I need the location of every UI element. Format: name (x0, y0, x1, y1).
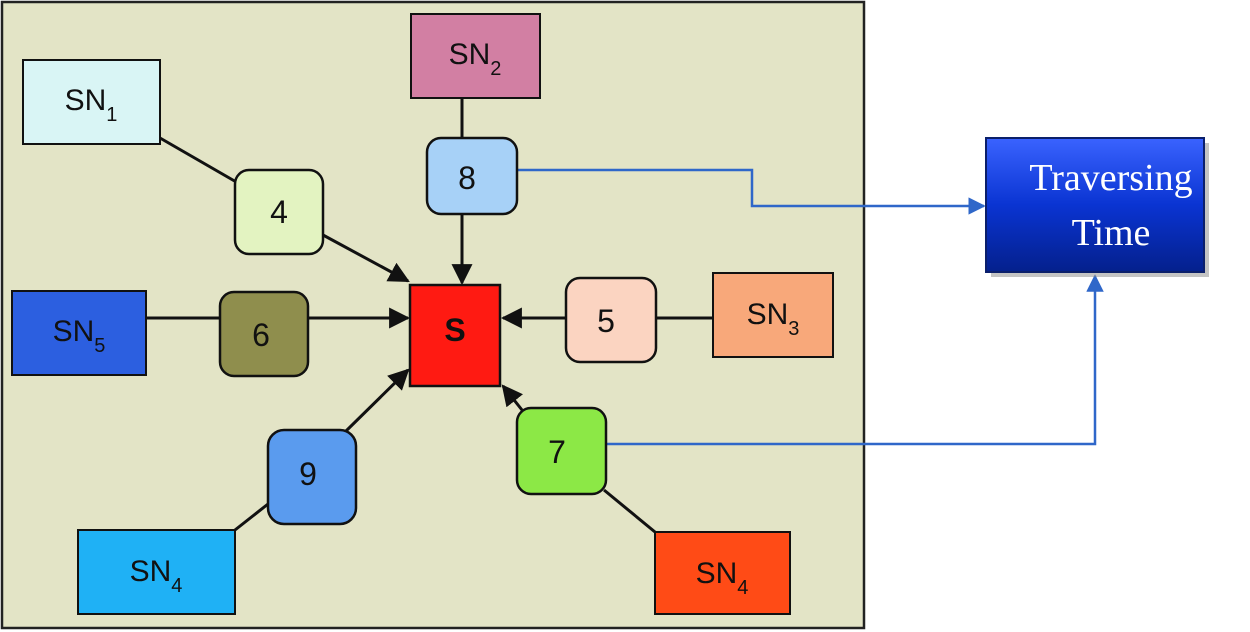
sn1-box (22, 59, 161, 145)
weight-box-9: 9 (266, 428, 358, 526)
w6-box (218, 290, 310, 378)
edge-sn4-left-to-w9 (234, 502, 269, 532)
w9-box (266, 428, 358, 526)
weight-box-8: 8 (425, 136, 519, 216)
traversing-time-box: Traversing Time (985, 137, 1209, 277)
w9-label: 9 (299, 456, 317, 492)
w5-label: 5 (597, 303, 615, 339)
sensor-node-sn1: SN1 (22, 59, 161, 145)
w8-label: 8 (458, 160, 476, 196)
sn4-right-label: SN4 (696, 557, 749, 599)
sn3-box (712, 272, 834, 358)
output-box (985, 137, 1205, 273)
sensor-node-sn2: SN2 (410, 13, 541, 99)
edge-w7-to-output (606, 274, 1104, 446)
sensor-node-sn4-left: SN4 (77, 529, 236, 615)
sn5-box (11, 290, 147, 376)
edge-sn1-to-w4 (159, 136, 239, 185)
w4-box (233, 168, 325, 256)
sn1-label: SN1 (65, 84, 118, 126)
sn3-label: SN3 (747, 298, 800, 340)
w7-box (515, 406, 608, 496)
weight-box-6: 6 (218, 290, 310, 378)
weight-box-5: 5 (564, 276, 658, 364)
sink-node: S (408, 283, 502, 388)
sensor-node-sn3: SN3 (712, 272, 834, 358)
sn4-left-label: SN4 (130, 555, 183, 597)
sn2-label: SN2 (449, 38, 502, 80)
w6-label: 6 (252, 317, 270, 353)
sn2-box (410, 13, 541, 99)
output-connectors (517, 168, 1104, 446)
sensor-node-sn5: SN5 (11, 290, 147, 376)
sn4-left-box (77, 529, 236, 615)
edge-w7-to-sink (501, 384, 524, 411)
w4-label: 4 (270, 194, 288, 230)
sn4-right-box (654, 531, 791, 615)
edge-w4-to-sink (322, 233, 410, 283)
connectors (146, 98, 713, 534)
weight-box-7: 7 (515, 406, 608, 496)
w8-box (425, 136, 519, 216)
weight-box-4: 4 (233, 168, 325, 256)
edge-w8-to-output (517, 168, 986, 215)
sink-label: S (444, 312, 465, 348)
output-line2: Time (1072, 212, 1151, 254)
edge-w9-to-sink (343, 368, 410, 434)
edge-sn4-right-to-w7 (603, 488, 656, 534)
w7-label: 7 (548, 434, 566, 470)
w5-box (564, 276, 658, 364)
sensor-node-sn4-right: SN4 (654, 531, 791, 615)
sn5-label: SN5 (53, 315, 106, 357)
sink-box (408, 283, 502, 388)
output-line1: Traversing (1029, 157, 1192, 199)
